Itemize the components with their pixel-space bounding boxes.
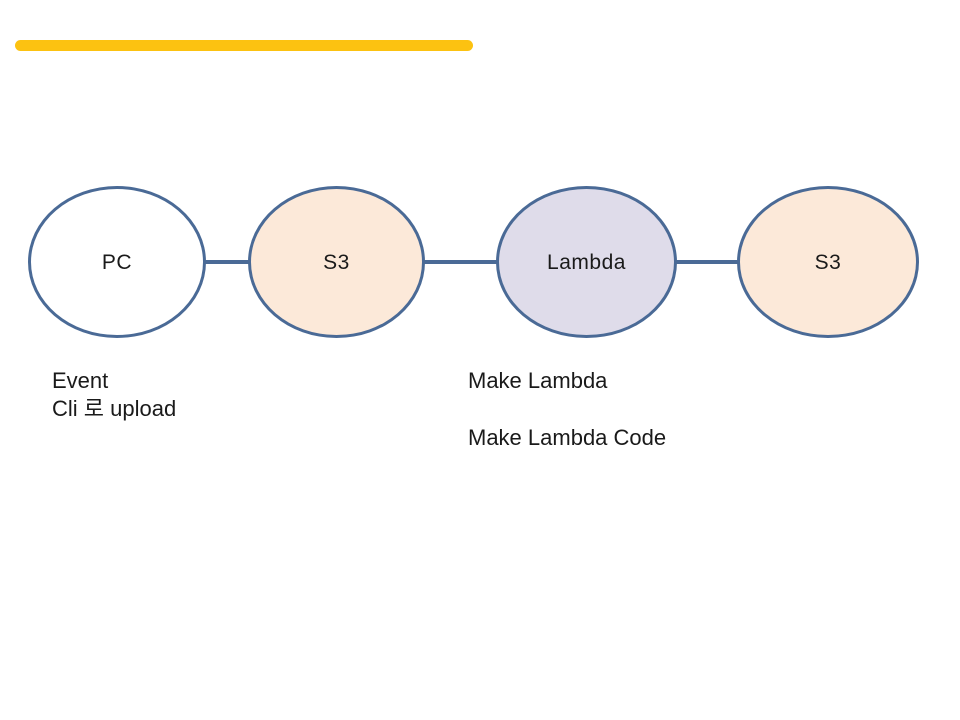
note-make-lambda: Make Lambda <box>468 368 608 393</box>
note-make-lambda-code: Make Lambda Code <box>468 425 667 450</box>
node-lambda: Lambda <box>496 186 677 338</box>
note-pc-event: Event <box>52 368 109 393</box>
accent-bar <box>15 40 473 51</box>
node-s3-dest-label: S3 <box>814 250 842 274</box>
node-lambda-label: Lambda <box>547 250 626 274</box>
connector-pc-s3 <box>198 260 256 264</box>
connector-lambda-s3 <box>670 260 744 264</box>
note-pc-cli-upload: Cli 로 upload <box>52 396 177 421</box>
node-s3-source-label: S3 <box>323 250 350 274</box>
node-s3-dest: S3 <box>737 186 919 338</box>
node-pc: PC <box>28 186 206 338</box>
connector-s3-lambda <box>418 260 504 264</box>
node-pc-label: PC <box>101 250 133 274</box>
node-s3-source: S3 <box>248 186 425 338</box>
